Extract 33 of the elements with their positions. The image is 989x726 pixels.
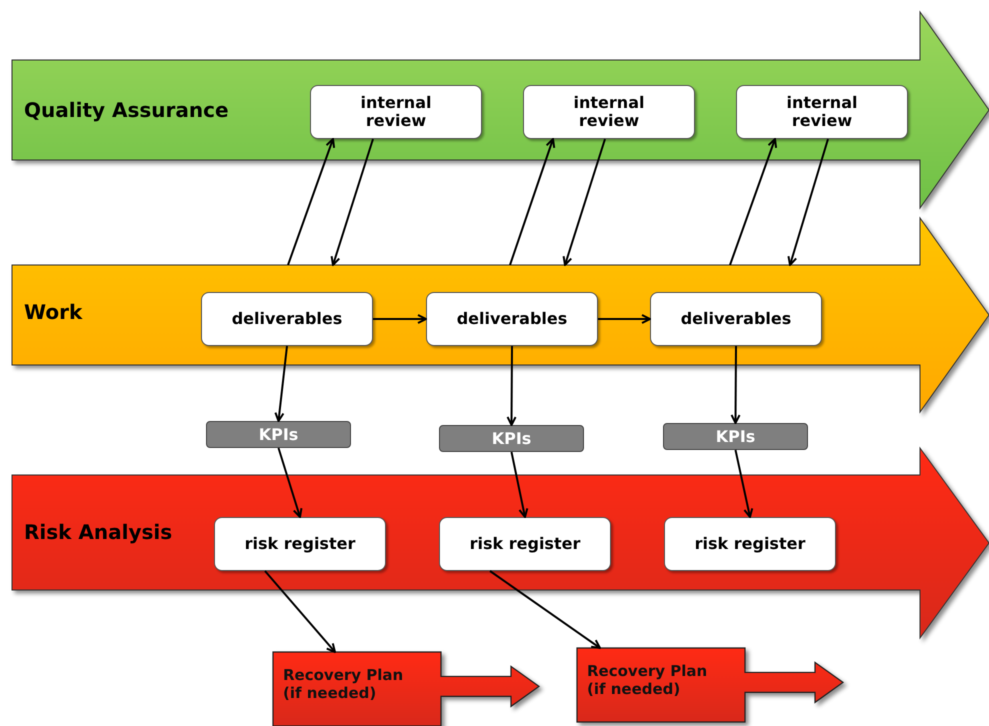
process-box: internal review: [736, 85, 908, 139]
band-label: Quality Assurance: [24, 98, 229, 122]
arrow: [506, 346, 517, 426]
process-box: risk register: [664, 517, 836, 571]
kpi-tag: KPIs: [663, 423, 808, 450]
arrow: [510, 452, 528, 518]
band-label: Risk Analysis: [24, 520, 172, 544]
arrow: [729, 138, 778, 266]
arrow: [734, 450, 754, 518]
callout-text: Recovery Plan (if needed): [587, 662, 708, 698]
process-box: internal review: [523, 85, 695, 139]
callout-text: Recovery Plan (if needed): [283, 666, 404, 702]
arrow: [264, 570, 336, 653]
arrow: [598, 314, 651, 324]
arrow: [489, 570, 601, 649]
arrow: [509, 138, 556, 266]
arrow: [287, 138, 336, 266]
arrow: [274, 346, 288, 422]
kpi-tag: KPIs: [439, 425, 584, 452]
process-box: internal review: [310, 85, 482, 139]
arrow: [562, 138, 606, 266]
process-box: deliverables: [650, 292, 822, 346]
band-label: Work: [24, 300, 82, 324]
arrow: [730, 346, 741, 424]
kpi-tag: KPIs: [206, 421, 351, 448]
arrow: [787, 138, 829, 266]
process-box: risk register: [439, 517, 611, 571]
arrow: [330, 138, 374, 266]
arrow: [373, 314, 427, 324]
arrow: [278, 448, 302, 518]
process-box: deliverables: [201, 292, 373, 346]
process-box: risk register: [214, 517, 386, 571]
process-box: deliverables: [426, 292, 598, 346]
